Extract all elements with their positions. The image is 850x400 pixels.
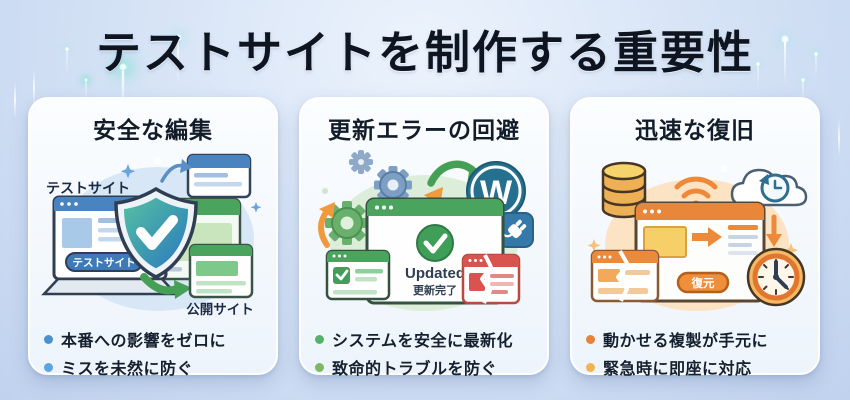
broken-window-icon	[461, 253, 521, 305]
gear-icon	[349, 150, 373, 174]
sparkle-icon	[783, 243, 799, 258]
restore-window-icon: 復元	[634, 201, 766, 303]
gear-icon	[325, 201, 369, 245]
checklist-window-icon	[325, 249, 391, 301]
glow-particle	[800, 77, 806, 106]
bullet-item: 本番への影響をゼロに	[44, 327, 226, 351]
update-complete-label: 更新完了	[413, 283, 457, 297]
public-site-label: 公開サイト	[186, 302, 254, 317]
bullet-text: システムを安全に最新化	[332, 333, 514, 350]
bullet-dot	[44, 334, 53, 344]
publish-arrow-icon	[140, 273, 192, 299]
success-check-icon	[416, 224, 454, 262]
glow-particle	[64, 46, 70, 75]
sparkle-dot	[322, 188, 328, 194]
card-heading: 安全な編集	[93, 117, 213, 143]
curved-arrow-icon	[160, 159, 192, 183]
down-arrow-icon	[766, 214, 782, 247]
light-streak	[33, 70, 35, 106]
sparkle-icon	[250, 202, 262, 213]
test-site-label: テストサイト	[46, 180, 130, 196]
bullet-dot	[586, 362, 595, 372]
published-window-icon	[188, 243, 254, 299]
bullet-dot	[586, 334, 595, 344]
shield-check-icon	[114, 186, 198, 279]
sparkle-dot	[154, 157, 162, 165]
bullet-dot	[315, 334, 324, 344]
bullet-item: 緊急時に即座に対応	[586, 355, 768, 379]
card-heading: 更新エラーの回避	[328, 117, 520, 143]
illustration-safe-editing: テストサイト	[40, 147, 266, 319]
crack-line	[480, 254, 493, 304]
glow-particle	[781, 35, 789, 86]
bullet-text: 致命的トラブルを防ぐ	[332, 361, 498, 378]
glow-particle	[755, 61, 761, 90]
broken-window-icon	[590, 249, 660, 303]
test-site-pill-label: テストサイト	[73, 257, 136, 269]
light-streak	[14, 82, 16, 118]
clock-icon	[746, 247, 806, 307]
page-title: テストサイトを制作する重要性	[95, 27, 754, 78]
bullet-list: 動かせる複製が手元に 緊急時に即座に対応	[572, 323, 782, 383]
sparkle-icon	[587, 239, 601, 252]
card-rapid-recovery: 迅速な復旧	[570, 97, 820, 378]
restore-button	[676, 271, 730, 294]
bullet-list: システムを安全に最新化 致命的トラブルを防ぐ	[301, 323, 527, 383]
illustration-update-errors: W	[311, 147, 537, 319]
bullet-item: ミスを未然に防ぐ	[44, 355, 226, 379]
cloud-restore-icon	[730, 168, 808, 207]
glow-particle	[813, 51, 819, 80]
curved-arrow-icon	[318, 202, 335, 248]
bullet-text: 緊急時に即座に対応	[603, 361, 752, 378]
database-icon	[601, 161, 647, 219]
bullet-item: 動かせる複製が手元に	[586, 327, 768, 351]
bullet-dot	[44, 362, 53, 372]
glow-particle	[83, 77, 89, 106]
bullet-text: ミスを未然に防ぐ	[61, 361, 194, 378]
staging-window-icon	[186, 153, 252, 199]
updated-label: Updated	[405, 265, 465, 282]
restore-button-label: 復元	[691, 276, 715, 290]
bullet-dot	[315, 362, 324, 372]
bullet-item: システムを安全に最新化	[315, 327, 513, 351]
bullet-text: 動かせる複製が手元に	[603, 333, 769, 350]
cards-row: 安全な編集	[28, 97, 820, 378]
bullet-item: 致命的トラブルを防ぐ	[315, 355, 513, 379]
bullet-text: 本番への影響をゼロに	[61, 333, 227, 350]
sparkle-dot	[720, 165, 728, 173]
illustration-rapid-recovery: 復元	[582, 147, 808, 319]
bullet-list: 本番への影響をゼロに ミスを未然に防ぐ	[30, 323, 240, 383]
card-heading: 迅速な復旧	[635, 117, 755, 143]
card-update-error-avoidance: 更新エラーの回避	[299, 97, 549, 378]
card-safe-editing: 安全な編集	[28, 97, 278, 378]
glow-particle	[174, 34, 182, 85]
crack-line	[616, 250, 630, 302]
light-streak	[838, 120, 840, 156]
sparkle-icon	[120, 164, 136, 179]
plugin-icon	[498, 212, 534, 248]
